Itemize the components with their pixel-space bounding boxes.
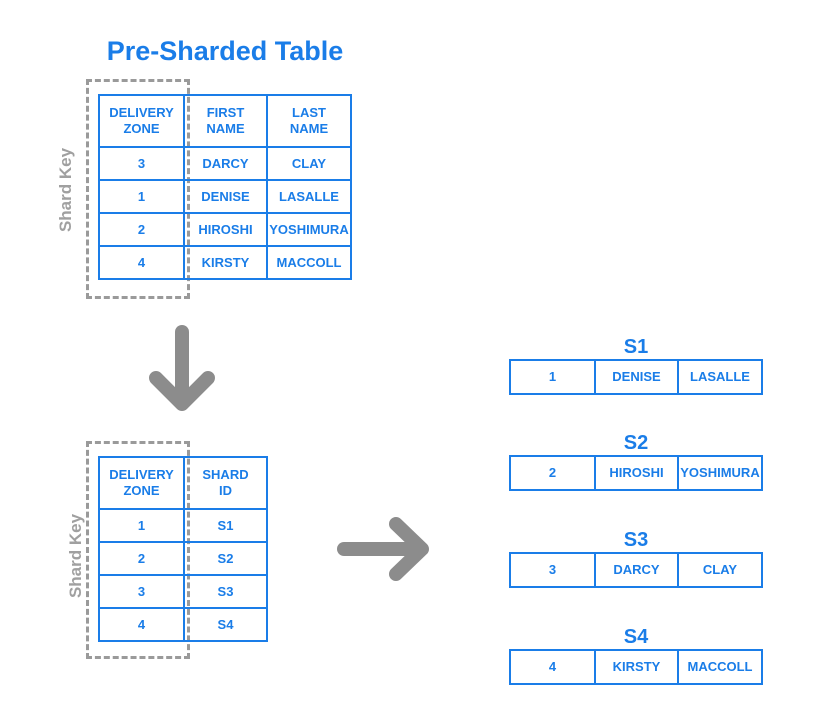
table-cell: CLAY: [677, 552, 763, 588]
table-cell: 1: [98, 508, 185, 543]
table-cell: DARCY: [594, 552, 679, 588]
table-cell: DENISE: [183, 179, 268, 214]
table-cell: 2: [98, 541, 185, 576]
diagram-title: Pre-Sharded Table: [106, 36, 344, 66]
table-cell: S3: [183, 574, 268, 609]
shard-label: S1: [623, 336, 649, 358]
table-cell: 3: [98, 574, 185, 609]
table-cell: 4: [98, 245, 185, 280]
shard-key-label-bottom: Shard Key: [66, 513, 85, 599]
table-cell: DARCY: [183, 146, 268, 181]
table-cell: 2: [509, 455, 596, 491]
table-cell: LASALLE: [677, 359, 763, 395]
table-cell: S1: [183, 508, 268, 543]
table-cell: YOSHIMURA: [266, 212, 352, 247]
table-cell: LASALLE: [266, 179, 352, 214]
table-cell: 1: [98, 179, 185, 214]
table-cell: KIRSTY: [183, 245, 268, 280]
table-cell: 3: [98, 146, 185, 181]
down-arrow-icon: [149, 325, 215, 411]
table-cell: DENISE: [594, 359, 679, 395]
shard-label: S4: [623, 626, 649, 648]
table-cell: S4: [183, 607, 268, 642]
table-cell: 4: [509, 649, 596, 685]
table-cell: 2: [98, 212, 185, 247]
right-arrow-icon: [337, 517, 429, 581]
shard-label: S3: [623, 529, 649, 551]
table-cell: MACCOLL: [677, 649, 763, 685]
table-cell: CLAY: [266, 146, 352, 181]
table-cell: KIRSTY: [594, 649, 679, 685]
table-cell: HIROSHI: [594, 455, 679, 491]
table-cell: 1: [509, 359, 596, 395]
table-cell: MACCOLL: [266, 245, 352, 280]
table-cell: HIROSHI: [183, 212, 268, 247]
shard-label: S2: [623, 432, 649, 454]
table-cell: 3: [509, 552, 596, 588]
shard-key-label-top: Shard Key: [56, 147, 75, 233]
table-cell: 4: [98, 607, 185, 642]
table-cell: S2: [183, 541, 268, 576]
table-cell: YOSHIMURA: [677, 455, 763, 491]
